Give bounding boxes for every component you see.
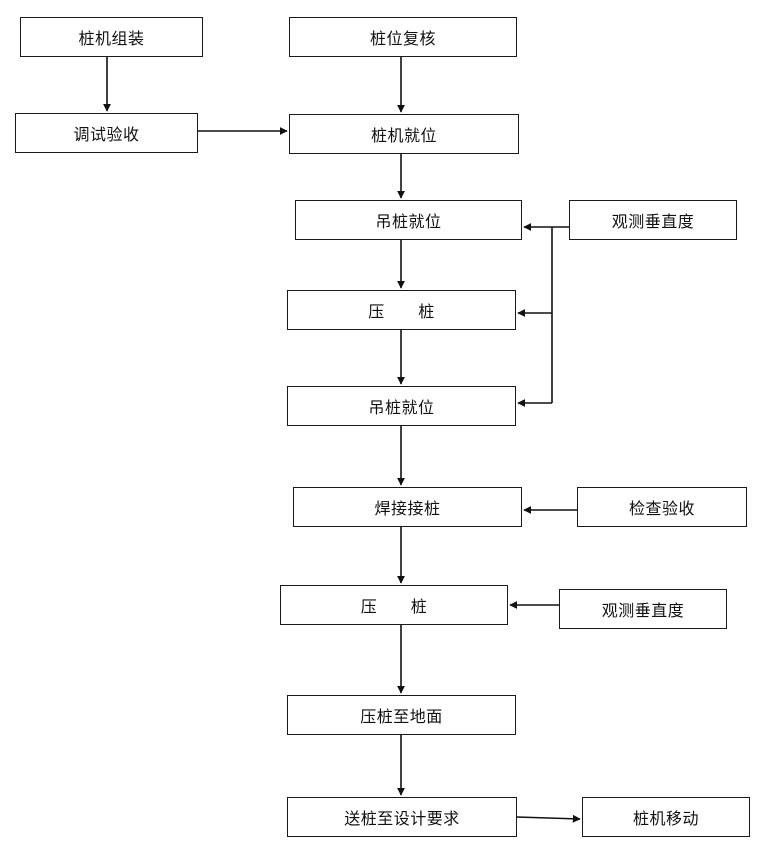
node-pile-machine-assembly: 桩机组装 [20, 17, 203, 57]
node-pile-machine-move: 桩机移动 [582, 797, 750, 837]
node-press-pile-2: 压 桩 [280, 585, 508, 625]
node-send-pile-to-depth: 送桩至设计要求 [287, 797, 517, 837]
node-observe-verticality-1: 观测垂直度 [569, 200, 737, 240]
node-press-to-ground: 压桩至地面 [287, 695, 516, 735]
node-weld-joint-pile: 焊接接桩 [293, 487, 522, 527]
node-debug-acceptance: 调试验收 [15, 113, 198, 153]
node-pile-position-check: 桩位复核 [289, 17, 517, 57]
node-machine-in-place: 桩机就位 [289, 114, 519, 154]
node-lift-pile-in-place-1: 吊桩就位 [295, 200, 522, 240]
arrow-send-to-move [516, 814, 581, 823]
node-press-pile-1: 压 桩 [287, 290, 516, 330]
node-observe-verticality-2: 观测垂直度 [559, 589, 727, 629]
node-lift-pile-in-place-2: 吊桩就位 [287, 386, 516, 426]
node-inspection-acceptance: 检查验收 [577, 487, 747, 527]
